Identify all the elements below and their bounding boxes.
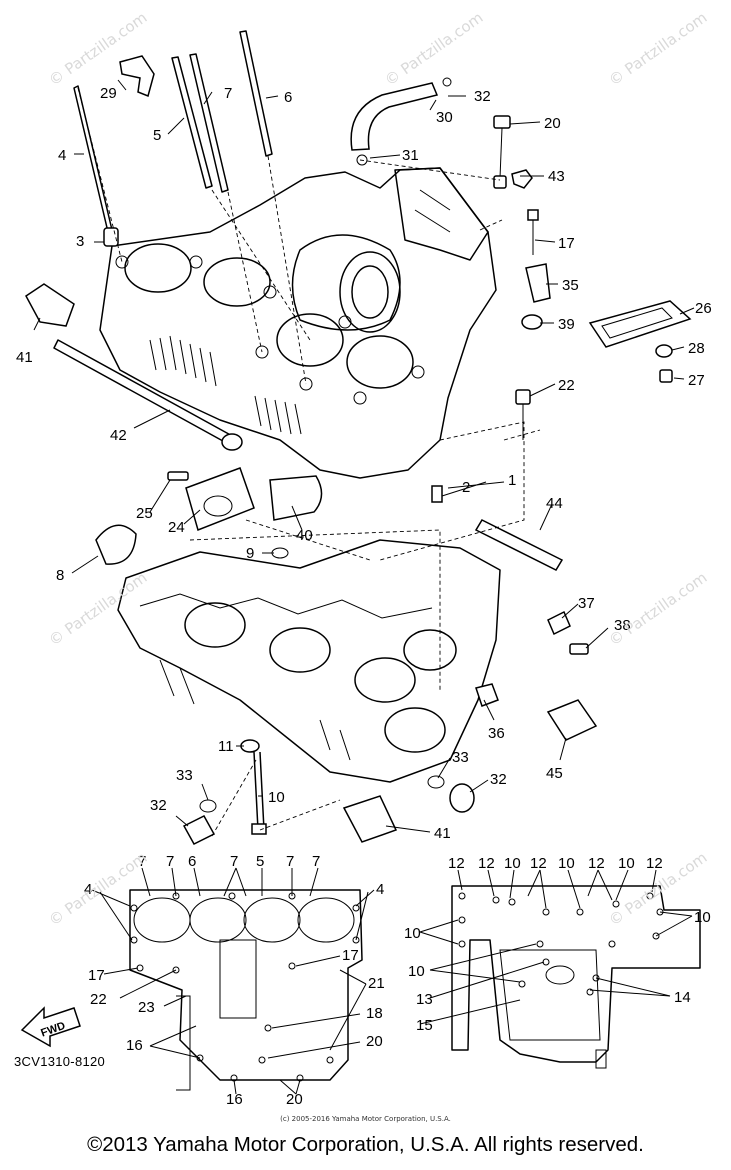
callout-7: 7 [224,85,232,102]
small-copyright: (c) 2005-2016 Yamaha Motor Corporation, … [280,1115,451,1123]
upper-small-parts [350,77,692,440]
left-side-parts [25,283,443,565]
callout-19: 20 [366,1033,383,1050]
callout-labels: 29 5 7 6 4 3 32 30 31 20 43 17 35 39 26 … [16,85,712,1108]
callout-37: 37 [578,595,595,612]
callout-36: 36 [488,725,505,742]
callout-15: 15 [416,1017,433,1034]
callout-18: 18 [366,1005,383,1022]
forward-arrow: FWD [20,1006,81,1048]
callout-7-plan-e: 7 [312,853,320,870]
callout-17a: 17 [558,235,575,252]
callout-12-d: 12 [588,855,605,872]
callout-24: 24 [168,519,185,536]
callout-8: 8 [56,567,64,584]
leader-lines [33,79,695,1095]
callout-7-plan-d: 7 [286,853,294,870]
callout-43: 45 [546,765,563,782]
callout-35: 35 [562,277,579,294]
callout-34a: 33 [176,767,193,784]
callout-33a: 32 [150,797,167,814]
callout-7-plan-c: 7 [230,853,238,870]
callout-33b: 32 [490,771,507,788]
callout-12-a: 12 [448,855,465,872]
upper-crankcase [99,167,497,479]
callout-41a: 41 [16,349,33,366]
callout-16-left: 16 [126,1037,143,1054]
callout-39: 39 [558,316,575,333]
callout-26: 26 [695,300,712,317]
callout-14: 14 [674,989,691,1006]
callout-11: 11 [218,738,234,755]
callout-20: 21 [368,975,385,992]
callout-32: 32 [474,88,491,105]
lower-case-plan-view [451,885,701,1069]
callout-4-plan-left: 4 [84,881,92,898]
callout-10-d: 10 [404,925,421,942]
callout-5: 5 [153,127,161,144]
callout-12-b: 12 [478,855,495,872]
callout-22-plan: 22 [90,991,107,1008]
callout-10-e: 10 [694,909,711,926]
callout-5-plan: 5 [256,853,264,870]
callout-10-a: 10 [504,855,521,872]
callout-25: 25 [136,505,153,522]
callout-45: 43 [548,168,565,185]
callout-17-plan-left: 17 [88,967,105,984]
callout-10-f: 10 [408,963,425,980]
upper-case-plan-view [129,889,363,1091]
callout-22a: 22 [558,377,575,394]
callout-3: 3 [76,233,84,250]
callout-10-b: 10 [558,855,575,872]
callout-9: 9 [246,545,254,562]
drawing-code: 3CV1310-8120 [14,1054,106,1069]
callout-41b: 41 [434,825,451,842]
callout-30: 30 [436,109,453,126]
callout-16-bottom: 16 [226,1091,243,1108]
callout-4-plan-right: 4 [376,881,384,898]
callout-2: 2 [462,479,470,496]
callout-34b: 33 [452,749,469,766]
callout-31: 31 [402,147,419,164]
callout-10a: 10 [268,789,285,806]
callout-12-c: 12 [530,855,547,872]
footer-copyright: ©2013 Yamaha Motor Corporation, U.S.A. A… [87,1133,644,1156]
callout-4: 4 [58,147,66,164]
assembly-lines [77,87,541,837]
callout-44: 44 [546,495,563,512]
callout-21a: 20 [544,115,561,132]
callout-27: 27 [688,372,705,389]
callout-40: 40 [296,527,313,544]
callout-42: 42 [110,427,127,444]
callout-23: 23 [138,999,155,1016]
callout-21-bottom: 20 [286,1091,303,1108]
callout-17-plan-right: 17 [342,947,359,964]
callout-12-e: 12 [646,855,663,872]
callout-13: 13 [416,991,433,1008]
callout-1: 1 [508,472,516,489]
callout-10-c: 10 [618,855,635,872]
lower-crankcase [117,519,598,845]
callout-38: 38 [614,617,631,634]
callout-7-plan-a: 7 [138,853,146,870]
callout-28: 28 [688,340,705,357]
callout-7-plan-b: 7 [166,853,174,870]
callout-6: 6 [284,89,292,106]
callout-6-plan: 6 [188,853,196,870]
callout-29: 29 [100,85,117,102]
